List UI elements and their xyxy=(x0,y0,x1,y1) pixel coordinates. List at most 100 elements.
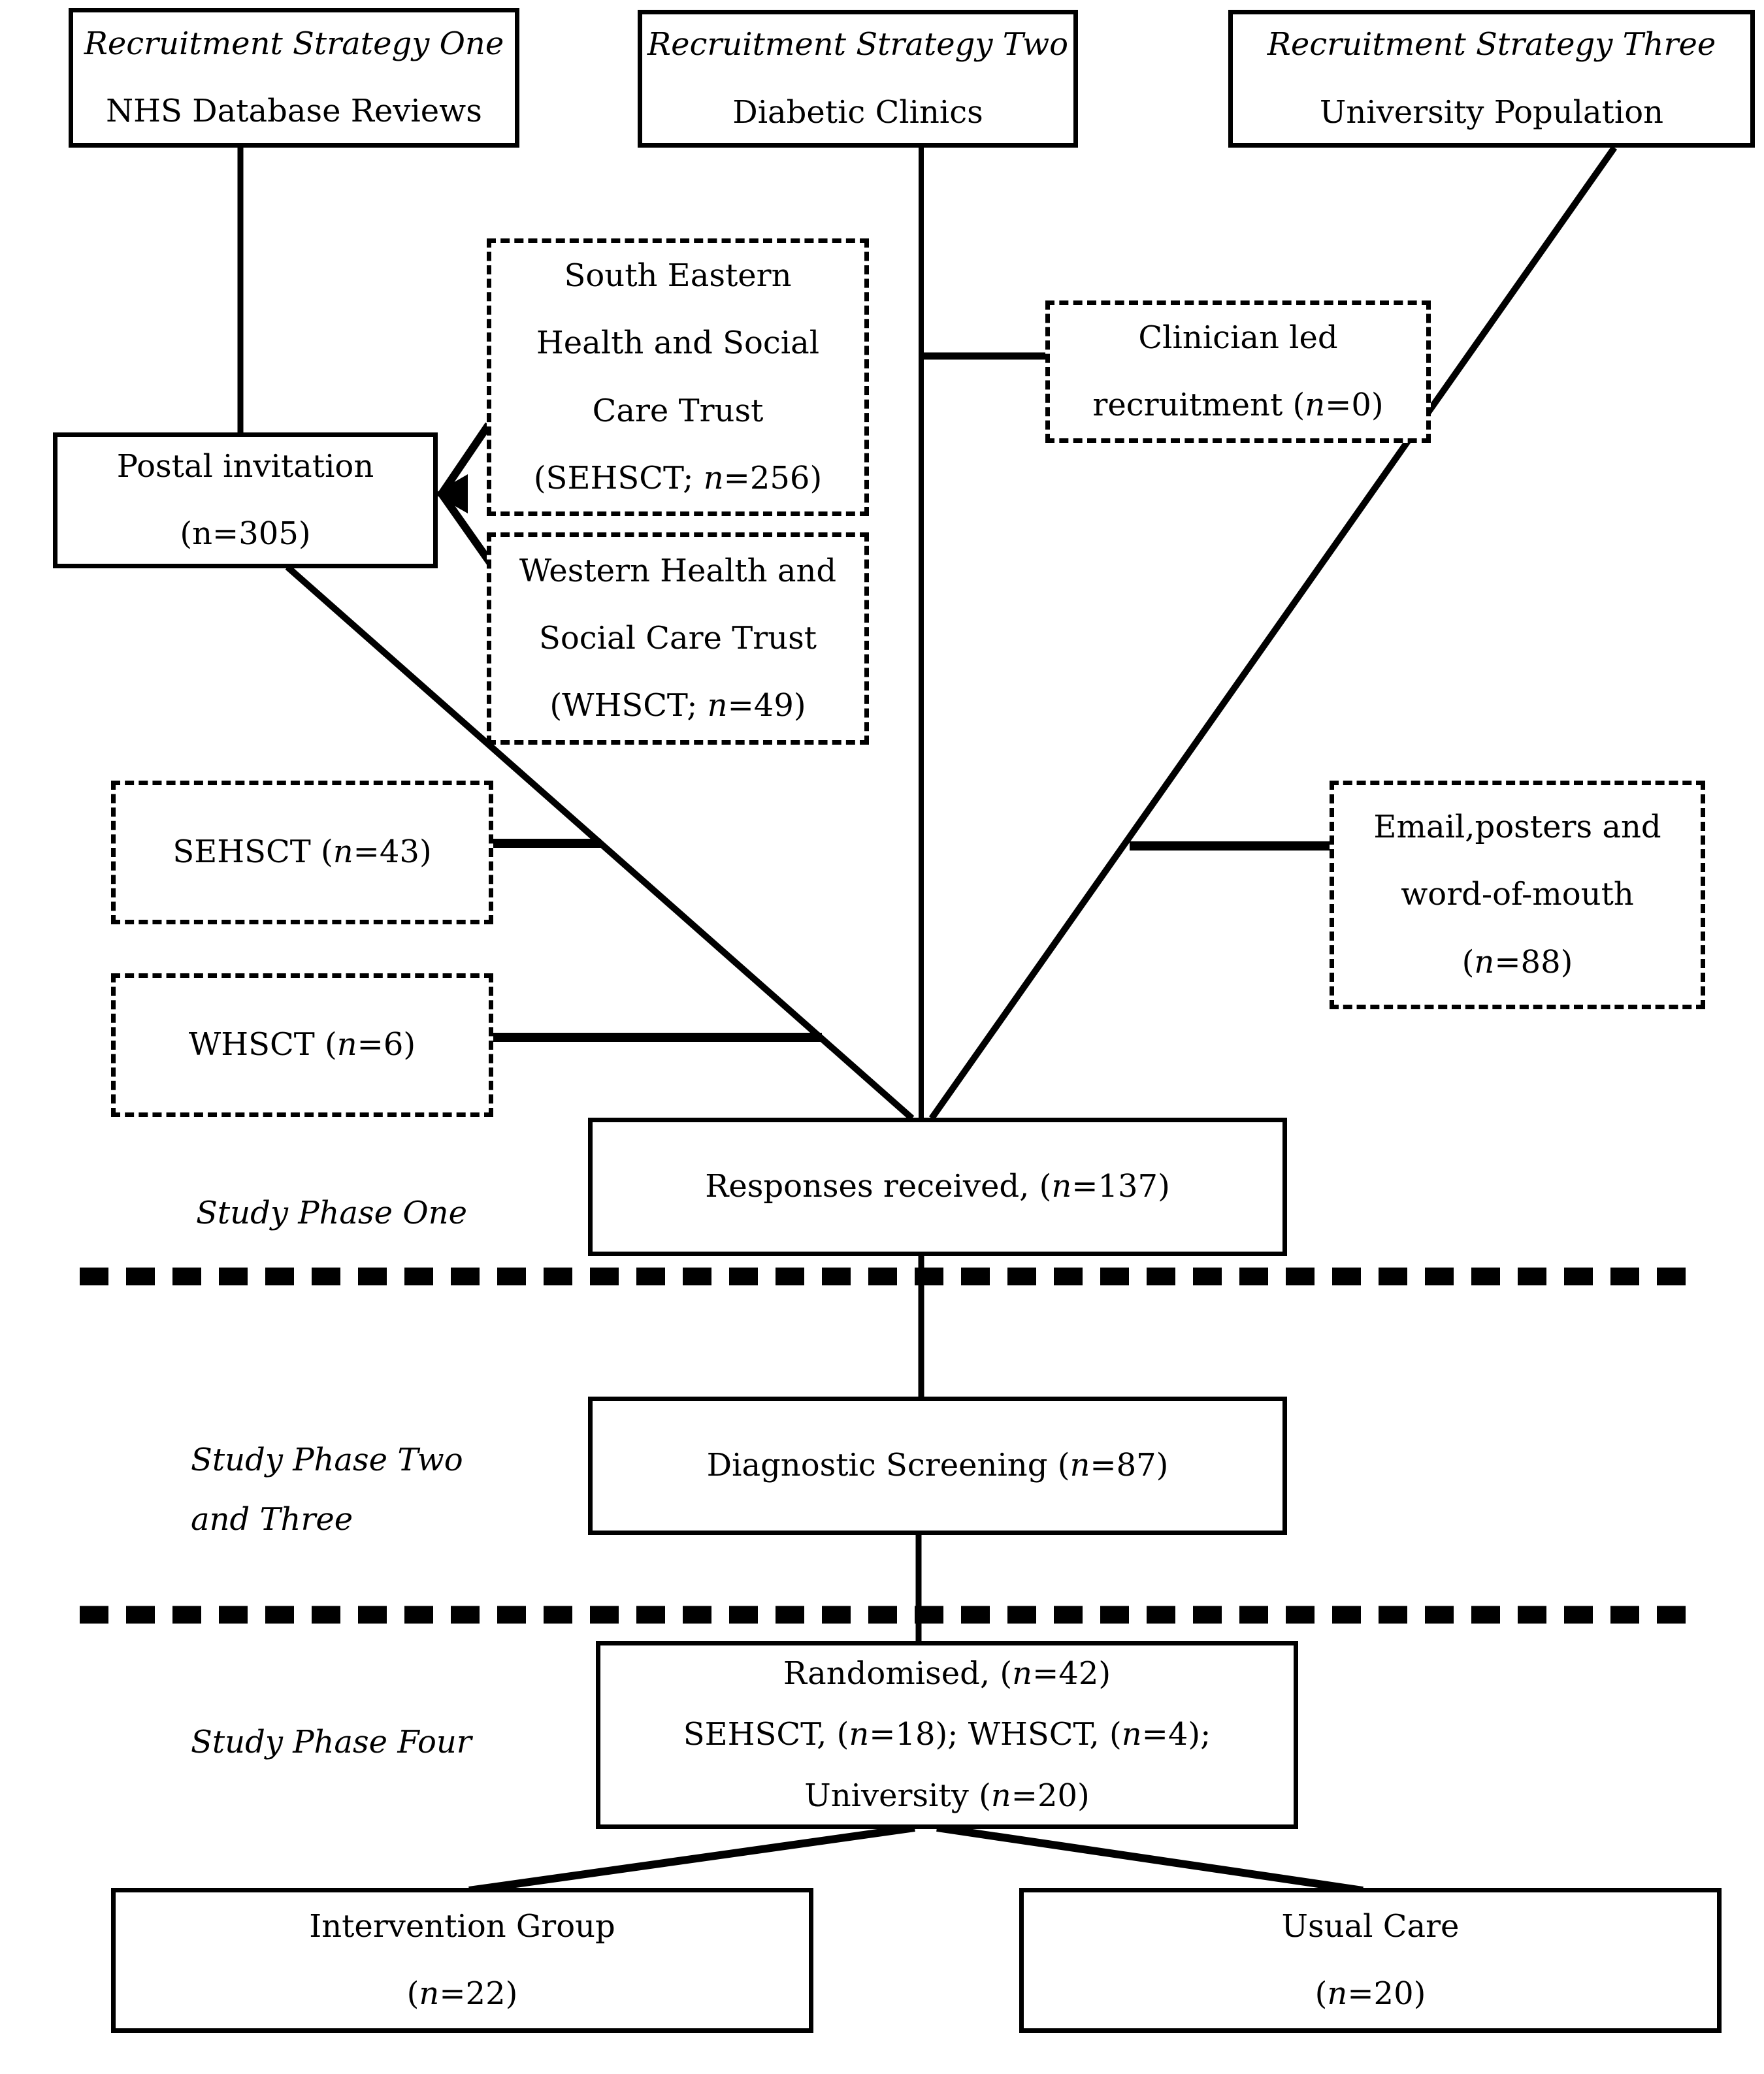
text-segment: =22) xyxy=(439,1975,518,2012)
text-segment: University ( xyxy=(804,1777,991,1814)
sehsct-responses-count: SEHSCT (n=43) xyxy=(172,818,431,886)
strategy-one-subtitle: NHS Database Reviews xyxy=(106,93,482,129)
whsct-database-line: Western Health and xyxy=(519,538,836,605)
text-segment: ( xyxy=(1315,1975,1328,2012)
box-sehsct-responses: SEHSCT (n=43) xyxy=(111,781,493,924)
n-variable: n xyxy=(336,1026,357,1063)
sehsct-database-line: South Eastern xyxy=(564,242,792,310)
arrowhead-into-postal xyxy=(434,474,468,513)
whsct-database-count: (WHSCT; n=49) xyxy=(549,672,806,739)
text-segment: (n=305) xyxy=(180,515,311,552)
diagnostic-screening-text: Diagnostic Screening (n=87) xyxy=(707,1432,1169,1499)
postal-invitation-line: Postal invitation xyxy=(117,433,374,500)
text-segment: Diagnostic Screening ( xyxy=(706,1447,1070,1484)
text-segment: Usual Care xyxy=(1281,1907,1460,1945)
line-randomised-to-usualcare xyxy=(936,1824,1364,1894)
intervention-group-count: (n=22) xyxy=(407,1960,518,2028)
strategy-two-title: Recruitment Strategy Two xyxy=(647,26,1069,63)
strategy-three-subtitle: University Population xyxy=(1319,93,1664,131)
line-whsctdb-to-postal xyxy=(438,491,495,567)
randomised-total: Randomised, (n=42) xyxy=(783,1644,1111,1705)
text-segment: =256) xyxy=(723,459,823,496)
text-segment: South Eastern xyxy=(564,257,792,295)
text-segment: =43) xyxy=(353,834,432,871)
box-email-posters: Email,posters and word-of-mouth (n=88) xyxy=(1330,781,1705,1009)
text-segment: =20) xyxy=(1011,1777,1090,1814)
text-segment: =49) xyxy=(727,687,806,724)
box-diagnostic-screening: Diagnostic Screening (n=87) xyxy=(588,1397,1287,1535)
label-study-phase-one: Study Phase One xyxy=(196,1195,467,1231)
label-study-phase-two-three: Study Phase Two and Three xyxy=(191,1442,463,1538)
box-usual-care: Usual Care (n=20) xyxy=(1019,1888,1722,2033)
strategy-one-title: Recruitment Strategy One xyxy=(84,25,504,62)
clinician-led-count: recruitment (n=0) xyxy=(1092,372,1383,439)
responses-received-text: Responses received, (n=137) xyxy=(705,1153,1170,1220)
text-segment: ( xyxy=(406,1975,419,2012)
n-variable: n xyxy=(1327,1975,1348,2012)
text-segment: Randomised, ( xyxy=(783,1655,1013,1692)
box-randomised: Randomised, (n=42) SEHSCT, (n=18); WHSCT… xyxy=(596,1641,1298,1829)
strategy-three-title: Recruitment Strategy Three xyxy=(1267,26,1716,63)
randomised-university: University (n=20) xyxy=(804,1766,1090,1827)
text-segment: =0) xyxy=(1325,387,1384,423)
text-segment: SEHSCT ( xyxy=(172,834,333,871)
text-segment: Western Health and xyxy=(519,552,837,589)
sehsct-database-line: Care Trust xyxy=(593,378,764,445)
text-segment: Clinician led xyxy=(1138,319,1338,356)
text-segment: WHSCT ( xyxy=(188,1026,337,1063)
n-variable: n xyxy=(419,1975,440,2012)
box-responses-received: Responses received, (n=137) xyxy=(588,1118,1287,1256)
box-sehsct-database: South Eastern Health and Social Care Tru… xyxy=(487,238,869,516)
email-posters-line: word-of-mouth xyxy=(1401,861,1634,928)
sehsct-database-count: (SEHSCT; n=256) xyxy=(534,445,822,512)
line-strategy3-to-responses xyxy=(928,146,1618,1120)
n-variable: n xyxy=(1121,1716,1142,1753)
whsct-database-line: Social Care Trust xyxy=(539,605,817,672)
whsct-responses-count: WHSCT (n=6) xyxy=(189,1011,416,1078)
text-segment: Postal invitation xyxy=(116,447,374,485)
text-segment: word-of-mouth xyxy=(1401,876,1634,913)
text-segment: ( xyxy=(1462,943,1475,980)
text-segment: (SEHSCT; xyxy=(533,459,704,496)
text-segment: Email,posters and xyxy=(1373,809,1661,846)
n-variable: n xyxy=(1305,387,1326,423)
text-segment: Intervention Group xyxy=(309,1907,615,1945)
box-postal-invitation: Postal invitation (n=305) xyxy=(53,432,438,568)
box-recruitment-strategy-two: Recruitment Strategy Two Diabetic Clinic… xyxy=(638,10,1078,148)
label-study-phase-four: Study Phase Four xyxy=(191,1724,472,1760)
box-clinician-led: Clinician led recruitment (n=0) xyxy=(1045,300,1431,443)
n-variable: n xyxy=(1051,1168,1072,1205)
text-segment: =42) xyxy=(1032,1655,1111,1692)
text-segment: SEHSCT, ( xyxy=(683,1716,849,1753)
box-whsct-responses: WHSCT (n=6) xyxy=(111,973,493,1117)
n-variable: n xyxy=(1474,943,1495,980)
n-variable: n xyxy=(849,1716,870,1753)
box-recruitment-strategy-one: Recruitment Strategy One NHS Database Re… xyxy=(69,8,519,148)
text-segment: =6) xyxy=(357,1026,416,1063)
clinician-led-line: Clinician led xyxy=(1138,304,1337,372)
n-variable: n xyxy=(990,1777,1011,1814)
email-posters-line: Email,posters and xyxy=(1373,794,1661,861)
text-segment: Responses received, ( xyxy=(705,1168,1052,1205)
strategy-two-subtitle: Diabetic Clinics xyxy=(732,93,983,131)
usual-care-label: Usual Care xyxy=(1282,1893,1460,1960)
n-variable: n xyxy=(703,459,724,496)
box-recruitment-strategy-three: Recruitment Strategy Three University Po… xyxy=(1228,10,1755,148)
randomised-by-site: SEHSCT, (n=18); WHSCT, (n=4); xyxy=(683,1704,1211,1766)
email-posters-count: (n=88) xyxy=(1462,929,1573,996)
text-segment: Health and Social xyxy=(536,325,820,362)
text-segment: =4); xyxy=(1141,1716,1211,1753)
n-variable: n xyxy=(1070,1447,1090,1484)
usual-care-count: (n=20) xyxy=(1315,1960,1426,2028)
text-segment: =87) xyxy=(1090,1447,1169,1484)
text-segment: =18); WHSCT, ( xyxy=(869,1716,1122,1753)
box-intervention-group: Intervention Group (n=22) xyxy=(111,1888,813,2033)
text-segment: =88) xyxy=(1494,943,1573,980)
sehsct-database-line: Health and Social xyxy=(536,310,819,377)
n-variable: n xyxy=(1012,1655,1033,1692)
line-randomised-to-intervention xyxy=(468,1824,915,1894)
text-segment: =20) xyxy=(1347,1975,1426,2012)
box-whsct-database: Western Health and Social Care Trust (WH… xyxy=(487,532,869,745)
